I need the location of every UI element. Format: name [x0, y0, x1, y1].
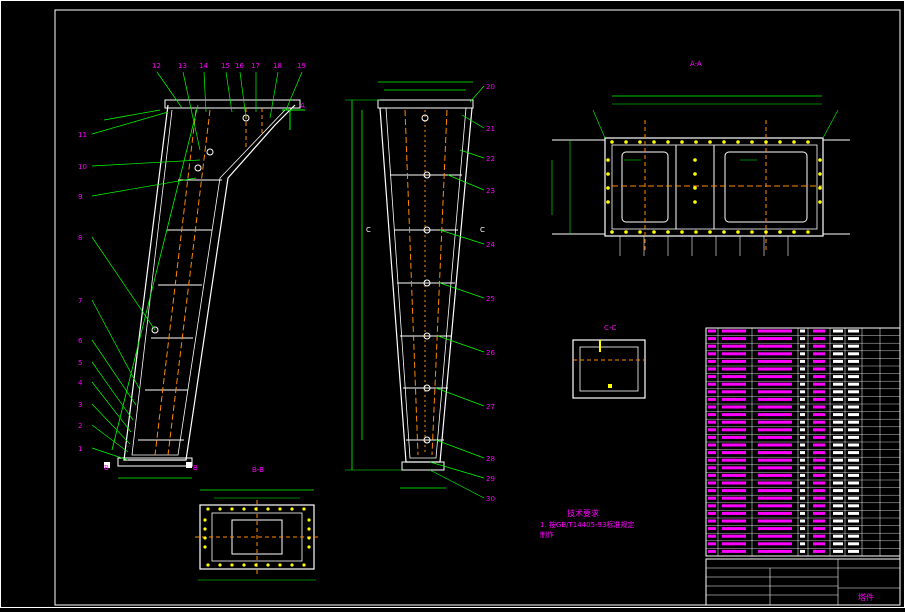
section-a-a-view: A-A — [551, 60, 850, 256]
section-b-b-view: B-B — [195, 466, 320, 581]
top-callout-19: 19 — [297, 62, 306, 70]
left-elevation-view: A B B — [103, 99, 305, 479]
tech-notes-title: 技术要求 — [567, 508, 599, 518]
right-callout-group: 20 21 22 23 24 25 26 27 28 29 30 — [429, 83, 495, 503]
top-callout-12: 12 — [152, 62, 161, 70]
left-callout-9: 9 — [78, 193, 82, 201]
technical-notes: 技术要求 1. 按GB/T14405-93标准规定 制作 — [540, 508, 634, 539]
left-callout-6: 6 — [78, 337, 83, 345]
left-callout-4: 4 — [78, 379, 83, 387]
top-callout-group: 12 13 14 15 16 17 18 19 — [152, 62, 306, 151]
left-callout-11: 11 — [78, 131, 87, 139]
inner-border — [54, 9, 901, 606]
top-callout-16: 16 — [235, 62, 244, 70]
section-c-c-label: C-C — [604, 324, 616, 332]
left-callout-7: 7 — [78, 297, 82, 305]
front-elevation-view: C C — [345, 81, 485, 489]
right-callout-25: 25 — [486, 295, 495, 303]
right-callout-22: 22 — [486, 155, 495, 163]
marker-b-right: B — [193, 464, 198, 472]
title-block-name: 塔件 — [858, 592, 874, 602]
right-callout-24: 24 — [486, 241, 495, 249]
section-c-c-view: C-C — [572, 324, 646, 399]
marker-b-left: B — [104, 464, 109, 472]
right-callout-29: 29 — [486, 475, 495, 483]
top-callout-13: 13 — [178, 62, 187, 70]
marker-c-right: C — [480, 226, 485, 234]
section-a-a-label: A-A — [690, 60, 702, 68]
left-callout-5: 5 — [78, 359, 82, 367]
marker-c-left: C — [366, 226, 371, 234]
section-b-b-label: B-B — [252, 466, 264, 474]
right-callout-23: 23 — [486, 187, 495, 195]
top-callout-17: 17 — [251, 62, 260, 70]
tech-notes-line2: 制作 — [540, 530, 554, 539]
left-callout-2: 2 — [78, 422, 82, 430]
right-callout-30: 30 — [486, 495, 495, 503]
left-callout-group: 11 10 9 8 7 6 5 4 3 2 1 — [78, 111, 201, 461]
left-callout-1: 1 — [78, 445, 82, 453]
top-callout-18: 18 — [273, 62, 282, 70]
right-callout-26: 26 — [486, 349, 495, 357]
left-callout-3: 3 — [78, 401, 82, 409]
marker-a-left: A — [300, 102, 305, 110]
right-callout-20: 20 — [486, 83, 495, 91]
right-callout-21: 21 — [486, 125, 495, 133]
top-callout-15: 15 — [221, 62, 230, 70]
left-callout-10: 10 — [78, 163, 87, 171]
right-callout-28: 28 — [486, 455, 495, 463]
right-callout-27: 27 — [486, 403, 495, 411]
title-block: 塔件 — [705, 558, 901, 606]
top-callout-14: 14 — [199, 62, 208, 70]
parts-list-table — [705, 327, 901, 557]
left-callout-8: 8 — [78, 234, 82, 242]
tech-notes-line1: 1. 按GB/T14405-93标准规定 — [540, 520, 634, 529]
